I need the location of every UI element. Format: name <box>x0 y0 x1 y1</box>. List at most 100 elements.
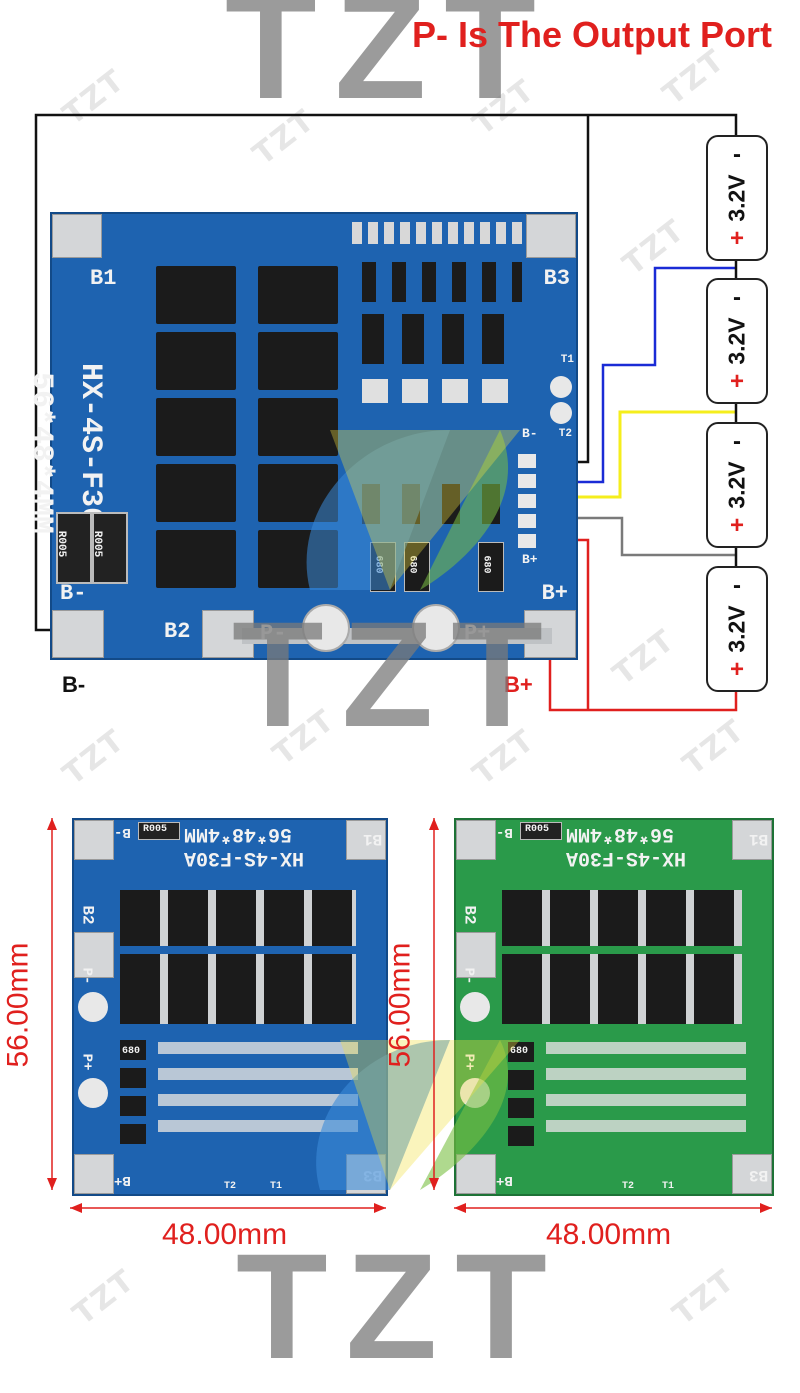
thermistor-pad-t1 <box>550 376 572 398</box>
page-title: P- Is The Output Port <box>412 14 772 55</box>
pcb-board-blue: 56*48*4MM HX-4S-F30A R005 680 B1 B2 B3 B… <box>72 818 388 1196</box>
cell-minus-sign: - <box>733 284 741 311</box>
label-p-plus: P+ <box>464 621 491 646</box>
shunt-resistor: R005 <box>520 822 562 840</box>
arrow-left-icon <box>70 1203 82 1213</box>
smd-row <box>362 379 522 403</box>
label-b-plus-pcb: B+ <box>541 581 568 606</box>
dimension-lines <box>47 818 772 1213</box>
cell-minus-sign: - <box>733 572 741 599</box>
pad-b1 <box>52 214 102 258</box>
capacitor-column <box>120 1040 146 1148</box>
ic-row <box>362 262 522 302</box>
mosfet <box>156 332 236 390</box>
pcb-size-text: 56*48*4MM <box>24 371 59 535</box>
label-b3: B3 <box>543 266 570 291</box>
label-b2: B2 <box>164 619 191 644</box>
battery-cell-3: - 3.2V + <box>706 422 768 548</box>
cell-minus-sign: - <box>733 141 741 168</box>
pcb-board-green: 56*48*4MM HX-4S-F30A R005 680 B1 B2 B3 B… <box>454 818 774 1196</box>
mosfet <box>258 266 338 324</box>
label-b-minus: B- <box>62 672 86 697</box>
pad <box>74 820 114 860</box>
pad <box>456 1154 496 1194</box>
resistor-label: R005 <box>55 530 68 558</box>
tzt-logo-top: TZT <box>225 0 554 130</box>
cell-voltage: 3.2V <box>723 605 750 653</box>
label-t1: T1 <box>270 1181 283 1192</box>
pad <box>346 820 386 860</box>
capacitor-label: 680 <box>122 1046 141 1057</box>
tzt-logo-middle: TZT <box>232 590 561 758</box>
pad-b3 <box>526 214 576 258</box>
arrow-right-icon <box>374 1203 386 1213</box>
label-b1: B1 <box>90 266 117 291</box>
cell-plus-sign: + <box>729 512 745 539</box>
resistor-label: R005 <box>143 824 168 835</box>
width-dimension-label: 48.00mm <box>546 1218 672 1251</box>
red-wire-b-plus <box>548 632 738 712</box>
shunt-resistor: R005 <box>138 822 180 840</box>
mosfet <box>258 332 338 390</box>
shunt-resistor: R005 <box>55 512 92 584</box>
watermark-text: TZT <box>56 722 133 793</box>
shunt-resistor: R005 <box>91 512 128 584</box>
cell-minus-sign: - <box>733 428 741 455</box>
mosfet-row <box>120 954 356 1024</box>
smd-row <box>352 222 522 244</box>
battery-cell-1: - 3.2V + <box>706 135 768 261</box>
cell-plus-sign: + <box>729 225 745 252</box>
label-t2: T2 <box>622 1181 635 1192</box>
arrow-down-icon <box>429 1178 439 1190</box>
label-b-minus-pcb: B- <box>60 581 87 606</box>
watermark-text: TZT <box>666 1262 743 1333</box>
mosfet <box>258 398 338 456</box>
label-t2: T2 <box>224 1181 237 1192</box>
p-minus-hole <box>302 604 350 652</box>
mosfet-row <box>502 954 742 1024</box>
pad <box>74 932 114 978</box>
p-plus-hole <box>78 1078 108 1108</box>
battery-cell-2: - 3.2V + <box>706 278 768 404</box>
label-t1: T1 <box>662 1181 675 1192</box>
arrow-up-icon <box>47 818 57 830</box>
label-t1: T1 <box>560 354 574 366</box>
capacitor-label: 680 <box>510 1046 529 1057</box>
cell-voltage: 3.2V <box>723 461 750 509</box>
blue-wire <box>530 266 736 484</box>
mosfet-row <box>120 890 356 946</box>
mosfet-row <box>502 890 742 946</box>
p-plus-hole <box>412 604 460 652</box>
black-wire-b-minus <box>34 113 738 632</box>
height-dimension-label: 56.00mm <box>1 942 35 1068</box>
cell-voltage: 3.2V <box>723 317 750 365</box>
resistor-label: R005 <box>525 824 550 835</box>
width-dimension-label: 48.00mm <box>162 1218 288 1251</box>
watermark-text: TZT <box>66 1262 143 1333</box>
label-balance-b-minus: B- <box>522 426 538 441</box>
cell-plus-sign: + <box>729 656 745 683</box>
pad <box>74 1154 114 1194</box>
thermistor-pad-t2 <box>550 402 572 424</box>
capacitor: 680 <box>478 542 504 592</box>
p-minus-hole <box>460 992 490 1022</box>
cell-voltage: 3.2V <box>723 174 750 222</box>
label-p-minus: P- <box>260 621 287 646</box>
arrow-right-icon <box>760 1203 772 1213</box>
cell-plus-sign: + <box>729 368 745 395</box>
mosfet <box>156 530 236 588</box>
arrow-down-icon <box>47 1178 57 1190</box>
mosfet <box>156 398 236 456</box>
pad <box>732 820 772 860</box>
capacitor-column <box>508 1042 534 1150</box>
pad-b-minus <box>52 610 104 658</box>
balance-connector <box>518 454 536 550</box>
label-t2: T2 <box>558 428 572 440</box>
smd-grid <box>546 1042 746 1146</box>
brand-swirl-logo <box>316 1040 520 1190</box>
tzt-logo-bottom: TZT <box>236 1222 565 1390</box>
mosfet <box>156 464 236 522</box>
battery-cell-4: - 3.2V + <box>706 566 768 692</box>
arrow-up-icon <box>429 818 439 830</box>
arrow-left-icon <box>454 1203 466 1213</box>
